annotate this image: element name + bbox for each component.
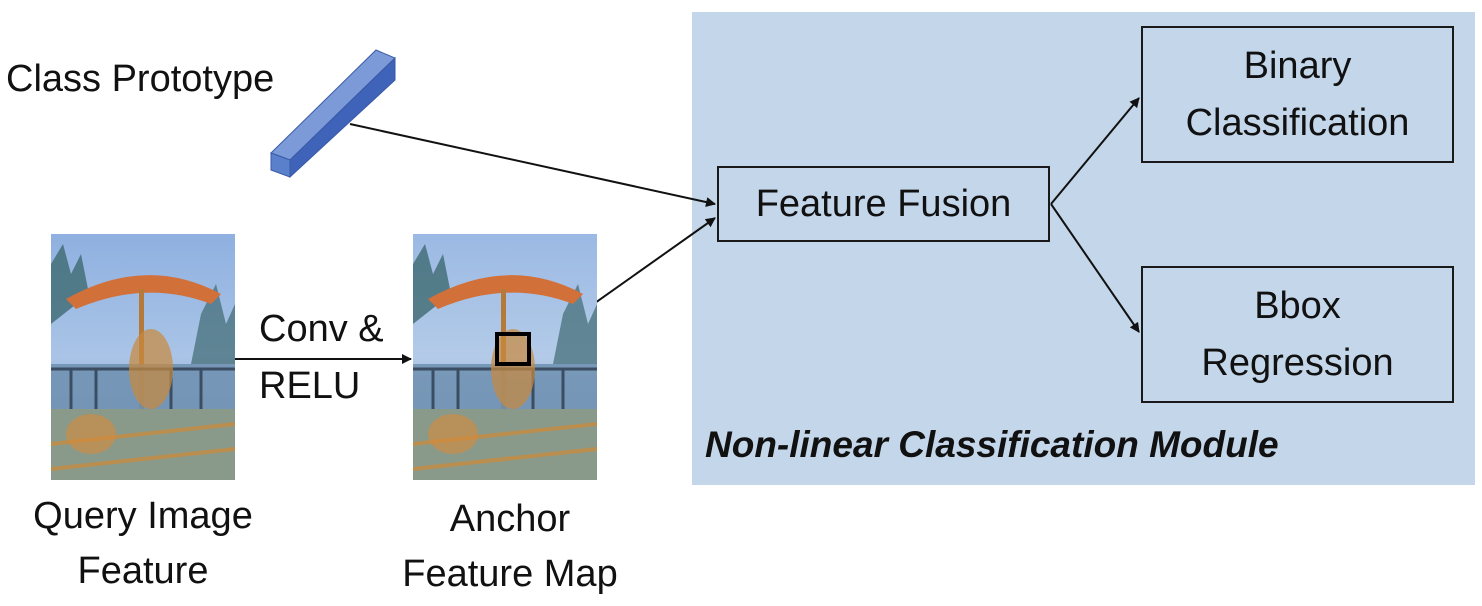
class-prototype-label: Class Prototype — [6, 58, 275, 100]
anchor-feature-map-label: Anchor Feature Map — [369, 498, 651, 595]
class-prototype-bar — [270, 49, 396, 179]
anchor-feature-map — [413, 234, 597, 480]
feature-fusion-box: Feature Fusion — [717, 166, 1050, 242]
query-image-feature-map — [51, 234, 235, 480]
binary-label-line1: Binary — [1243, 44, 1352, 87]
arrow-fusion-to-binary — [1050, 97, 1140, 205]
query-image-feature-label: Query Image Feature — [2, 495, 284, 592]
anchor-box — [495, 332, 531, 366]
binary-classification-box: Binary Classification — [1141, 26, 1454, 163]
arrow-prototype-to-fusion — [349, 123, 716, 207]
anchor-label-line2: Feature Map — [402, 552, 618, 595]
bbox-label-line2: Regression — [1201, 341, 1394, 384]
arrow-fusion-to-bbox — [1050, 203, 1140, 333]
bbox-label-line1: Bbox — [1254, 284, 1341, 327]
conv-relu-line1: Conv & — [259, 308, 384, 350]
conv-relu-line2: RELU — [259, 364, 361, 407]
bbox-regression-box: Bbox Regression — [1141, 266, 1454, 403]
module-panel — [692, 12, 1475, 485]
query-label-line2: Feature — [77, 549, 209, 592]
binary-label-line2: Classification — [1185, 101, 1410, 144]
feature-fusion-label: Feature Fusion — [755, 182, 1012, 225]
anchor-label-line1: Anchor — [449, 498, 571, 540]
conv-relu-label: Conv & RELU — [259, 308, 384, 407]
query-label-line1: Query Image — [33, 495, 253, 537]
module-title: Non-linear Classification Module — [705, 424, 1279, 465]
